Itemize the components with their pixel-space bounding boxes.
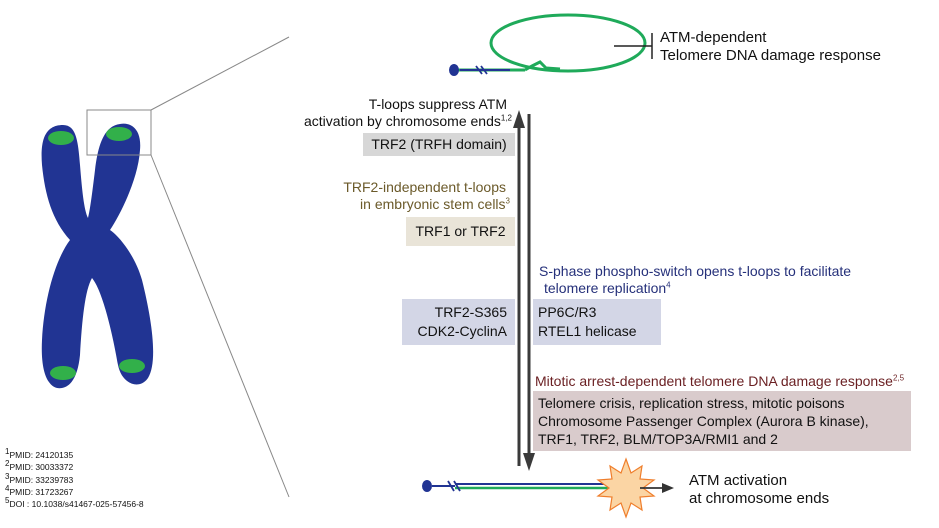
mitotic-factor-line1: Telomere crisis, replication stress, mit…	[538, 395, 845, 411]
pp6c-r3-label: PP6C/R3	[538, 304, 597, 320]
zoom-line-bottom	[150, 154, 290, 498]
telomere-tloop-icon	[449, 13, 647, 76]
telomere-spot	[48, 131, 74, 145]
atm-activation-line1: ATM activation	[689, 472, 788, 489]
mitotic-ref: 2,5	[892, 373, 905, 383]
chromosome-icon	[41, 123, 154, 389]
tloops-ref: 1,2	[500, 113, 512, 123]
trf2-s365-label: TRF2-S365	[434, 304, 507, 320]
sphase-line2: telomere replication4	[544, 280, 671, 296]
sphase-line1: S-phase phospho-switch opens t-loops to …	[539, 263, 852, 279]
telomere-spot	[106, 127, 132, 141]
starburst-icon	[596, 457, 656, 519]
esc-ref: 3	[505, 196, 510, 206]
reference-item: 3PMID: 33239783	[5, 471, 74, 485]
cdk2-cyclina-label: CDK2-CyclinA	[417, 323, 507, 339]
esc-line2: in embryonic stem cells3	[360, 196, 510, 212]
zoom-line-top	[150, 36, 290, 111]
reference-item: 4PMID: 31723267	[5, 484, 74, 497]
telomere-spot	[50, 366, 76, 380]
esc-line1: TRF2-independent t-loops	[343, 179, 506, 195]
mitotic-factor-line2: Chromosome Passenger Complex (Aurora B k…	[538, 413, 869, 429]
reference-item: 1PMID: 24120135	[5, 447, 74, 460]
mitotic-title: Mitotic arrest-dependent telomere DNA da…	[535, 373, 905, 389]
atm-response-line2: Telomere DNA damage response	[660, 47, 881, 64]
tloops-line2: activation by chromosome ends1,2	[304, 113, 512, 129]
mitotic-factor-line3: TRF1, TRF2, BLM/TOP3A/RMI1 and 2	[538, 431, 778, 447]
inhibition-arrow-icon	[614, 33, 653, 59]
rtel1-helicase-label: RTEL1 helicase	[538, 323, 637, 339]
trf1-or-trf2-box: TRF1 or TRF2	[406, 217, 515, 246]
tloops-line1: T-loops suppress ATM	[368, 96, 507, 112]
atm-activation-line2: at chromosome ends	[689, 490, 830, 507]
sphase-ref: 4	[666, 280, 671, 290]
atm-response-line1: ATM-dependent	[660, 29, 767, 46]
trf2-trfh-box: TRF2 (TRFH domain)	[363, 133, 515, 156]
double-arrow-icon	[513, 110, 535, 471]
zoom-box	[86, 109, 152, 156]
phospho-right-box: PP6C/R3 RTEL1 helicase	[533, 299, 661, 345]
mitotic-factors-box: Telomere crisis, replication stress, mit…	[533, 391, 911, 451]
reference-item: 5DOI : 10.1038/s41467-025-57456-8	[5, 496, 144, 510]
telomere-linear-icon	[422, 480, 625, 492]
reference-item: 2PMID: 30033372	[5, 459, 74, 473]
phospho-left-box: TRF2-S365 CDK2-CyclinA	[402, 299, 515, 345]
activation-arrow	[640, 483, 674, 493]
telomere-spot	[119, 359, 145, 373]
references-list: 1PMID: 24120135 2PMID: 30033372 3PMID: 3…	[5, 447, 144, 510]
